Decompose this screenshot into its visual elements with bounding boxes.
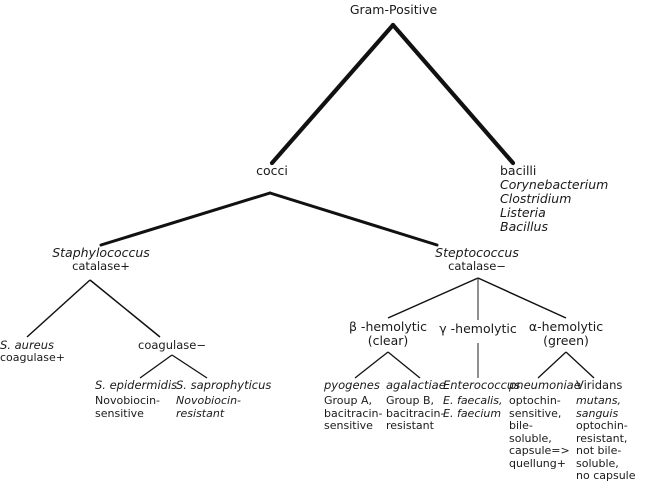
node-alpha-hemolytic-label: α-hemolytic xyxy=(528,319,604,334)
leaf-pneumoniae-desc-3: soluble, xyxy=(509,431,552,445)
node-gram-positive: Gram-Positive xyxy=(336,3,451,17)
edge-cocci-to-staphylococcus xyxy=(99,191,272,247)
node-streptococcus: Steptococcus catalase− xyxy=(412,246,542,273)
leaf-s-epidermidis: S. epidermidis Novobiocin- sensitive xyxy=(95,378,179,420)
leaf-s-aureus: S. aureus coagulase+ xyxy=(0,338,100,365)
edge-coagneg-to-epidermidis xyxy=(139,354,173,379)
leaf-viridans: Viridans mutans, sanguis optochin- resis… xyxy=(576,378,660,483)
leaf-s-epidermidis-desc-line1: Novobiocin- xyxy=(95,394,161,408)
edge-strep-to-beta xyxy=(387,277,479,319)
edge-beta-to-agalactiae xyxy=(387,351,421,379)
edge-staph-to-coagneg xyxy=(89,279,161,338)
leaf-pneumoniae-desc-0: optochin- xyxy=(509,394,561,408)
bacilli-genus-bacillus: Bacillus xyxy=(500,219,548,234)
node-gamma-hemolytic: γ -hemolytic xyxy=(428,322,528,336)
leaf-viridans-desc-3: no capsule xyxy=(576,469,636,483)
leaf-agalactiae-desc-0: Group B, xyxy=(386,394,435,408)
leaf-enterococcus-name: Enterococcus xyxy=(443,378,521,392)
bacilli-genus-listeria: Listeria xyxy=(500,205,546,220)
edge-lines xyxy=(26,22,595,379)
node-alpha-hemolytic-sublabel: (green) xyxy=(543,333,589,348)
gram-positive-classification-diagram: Gram-Positive cocci bacilli Corynebacter… xyxy=(0,3,650,482)
node-staphylococcus: Staphylococcus catalase+ xyxy=(36,246,166,273)
node-cocci-label: cocci xyxy=(256,163,288,178)
edge-cocci-to-streptococcus xyxy=(268,191,439,247)
bacilli-genus-clostridium: Clostridium xyxy=(500,191,572,206)
leaf-s-aureus-name: S. aureus xyxy=(0,338,55,352)
leaf-pyogenes-name: pyogenes xyxy=(324,378,380,392)
leaf-pneumoniae-desc-2: bile- xyxy=(509,419,533,433)
leaf-pneumoniae-desc-1: sensitive, xyxy=(509,406,562,420)
leaf-pyogenes: pyogenes Group A, bacitracin- sensitive xyxy=(324,378,386,433)
node-gamma-hemolytic-label: γ -hemolytic xyxy=(439,321,517,336)
edge-strep-to-alpha xyxy=(477,277,567,319)
leaf-s-saprophyticus-desc-line2: resistant xyxy=(176,406,225,420)
node-staphylococcus-test: catalase+ xyxy=(72,259,130,273)
leaf-s-saprophyticus-desc-line1: Novobiocin- xyxy=(176,394,242,408)
edge-beta-to-pyogenes xyxy=(354,351,389,379)
bacilli-genus-corynebacterium: Corynebacterium xyxy=(500,177,609,192)
leaf-enterococcus-species-1: E. faecium xyxy=(443,406,502,420)
leaf-s-saprophyticus: S. saprophyticus Novobiocin- resistant xyxy=(176,378,272,420)
leaf-viridans-species: mutans, sanguis xyxy=(576,394,621,420)
leaf-pyogenes-desc-1: bacitracin- xyxy=(324,406,383,420)
node-staphylococcus-label: Staphylococcus xyxy=(52,245,150,260)
node-beta-hemolytic-label: β -hemolytic xyxy=(348,319,427,334)
leaf-viridans-desc-1: resistant, xyxy=(576,431,628,445)
edge-root-to-cocci xyxy=(269,22,396,166)
leaf-pneumoniae-name: pneumoniae xyxy=(509,378,581,392)
leaf-pyogenes-desc-0: Group A, xyxy=(324,394,373,408)
leaf-enterococcus-species-0: E. faecalis, xyxy=(443,394,503,408)
leaf-viridans-desc-0: optochin- xyxy=(576,419,628,433)
leaf-agalactiae-desc-1: bacitracin- xyxy=(386,406,445,420)
leaf-pneumoniae-desc-5: quellung+ xyxy=(509,456,566,470)
node-bacilli: bacilli Corynebacterium Clostridium List… xyxy=(500,164,650,234)
leaf-enterococcus: Enterococcus E. faecalis, E. faecium xyxy=(443,378,521,420)
leaf-pneumoniae: pneumoniae optochin- sensitive, bile- so… xyxy=(509,378,581,470)
edge-alpha-to-pneumoniae xyxy=(537,351,567,379)
node-gram-positive-label: Gram-Positive xyxy=(349,2,438,17)
node-streptococcus-label: Steptococcus xyxy=(435,245,519,260)
node-streptococcus-test: catalase− xyxy=(448,259,506,273)
leaf-viridans-desc-2: not bile-soluble, xyxy=(576,444,622,470)
leaf-agalactiae-desc-2: resistant xyxy=(386,419,434,433)
node-cocci: cocci xyxy=(232,164,312,178)
leaf-pyogenes-desc-2: sensitive xyxy=(324,419,373,433)
leaf-pneumoniae-desc-4: capsule=> xyxy=(509,444,570,458)
node-alpha-hemolytic: α-hemolytic (green) xyxy=(516,320,616,348)
leaf-viridans-name: Viridans xyxy=(576,378,623,392)
node-coagulase-negative-label: coagulase− xyxy=(138,338,206,352)
leaf-s-aureus-desc: coagulase+ xyxy=(0,351,65,365)
leaf-s-saprophyticus-name: S. saprophyticus xyxy=(176,378,272,392)
edge-alpha-to-viridans xyxy=(565,351,595,379)
leaf-s-epidermidis-name: S. epidermidis xyxy=(95,378,178,392)
edge-staph-to-aureus xyxy=(26,279,91,338)
node-coagulase-negative: coagulase− xyxy=(122,339,222,352)
leaf-s-epidermidis-desc-line2: sensitive xyxy=(95,406,144,420)
node-beta-hemolytic-sublabel: (clear) xyxy=(367,333,409,348)
node-bacilli-label: bacilli xyxy=(500,163,537,178)
edge-root-to-bacilli xyxy=(390,22,516,166)
edge-coagneg-to-saprophyticus xyxy=(171,354,208,379)
leaf-agalactiae-name: agalactiae xyxy=(386,378,446,392)
leaf-agalactiae: agalactiae Group B, bacitracin- resistan… xyxy=(386,378,448,433)
node-beta-hemolytic: β -hemolytic (clear) xyxy=(338,320,438,348)
